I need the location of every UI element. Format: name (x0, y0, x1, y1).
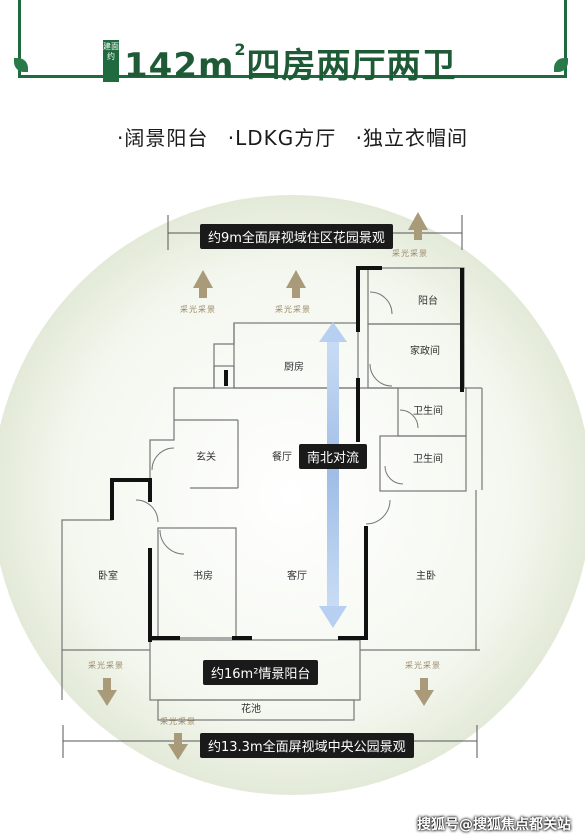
north-south-flow-arrow (319, 322, 347, 628)
room-study: 书房 (193, 571, 213, 582)
feature-item: ·阔景阳台 (117, 126, 209, 150)
light-label: 采光采景 (180, 305, 216, 314)
header-frame (18, 0, 567, 78)
watermark: 搜狐号@搜狐焦点都关站 (417, 817, 571, 833)
room-entrance: 玄关 (196, 452, 216, 463)
page-title: 142m2四房两厅两卫 (124, 40, 457, 86)
light-label: 采光采景 (88, 661, 124, 670)
room-dining: 餐厅 (272, 452, 292, 463)
feature-item: ·独立衣帽间 (355, 126, 468, 150)
room-bathroom-2: 卫生间 (413, 454, 443, 465)
floor-plan (0, 195, 585, 795)
room-balcony: 阳台 (418, 296, 438, 307)
light-label: 采光采景 (392, 249, 428, 258)
flow-label: 南北对流 (299, 444, 368, 469)
light-label: 采光采景 (405, 661, 441, 670)
balcony-label: 约16m²情景阳台 (203, 660, 319, 685)
background-glow (0, 195, 585, 795)
room-master-bedroom: 主卧 (416, 571, 436, 582)
room-kitchen: 厨房 (284, 362, 304, 373)
leaf-decoration-left (14, 58, 28, 72)
top-view-label: 约9m全面屏视域住区花园景观 (200, 224, 393, 249)
bottom-view-label: 约13.3m全面屏视域中央公园景观 (200, 733, 414, 758)
room-housekeeping: 家政间 (410, 346, 440, 357)
feature-item: ·LDKG方厅 (227, 126, 337, 150)
feature-list: ·阔景阳台 ·LDKG方厅 ·独立衣帽间 (0, 122, 585, 151)
light-arrows (97, 212, 434, 760)
room-garden: 花池 (241, 704, 261, 715)
title-area: 建面约 142m2四房两厅两卫 (0, 20, 585, 86)
light-label: 采光采景 (160, 717, 196, 726)
area-badge: 建面约 (103, 40, 119, 82)
room-living: 客厅 (287, 571, 307, 582)
room-bathroom-1: 卫生间 (413, 406, 443, 417)
light-label: 采光采景 (275, 305, 311, 314)
room-bedroom: 卧室 (98, 571, 118, 582)
